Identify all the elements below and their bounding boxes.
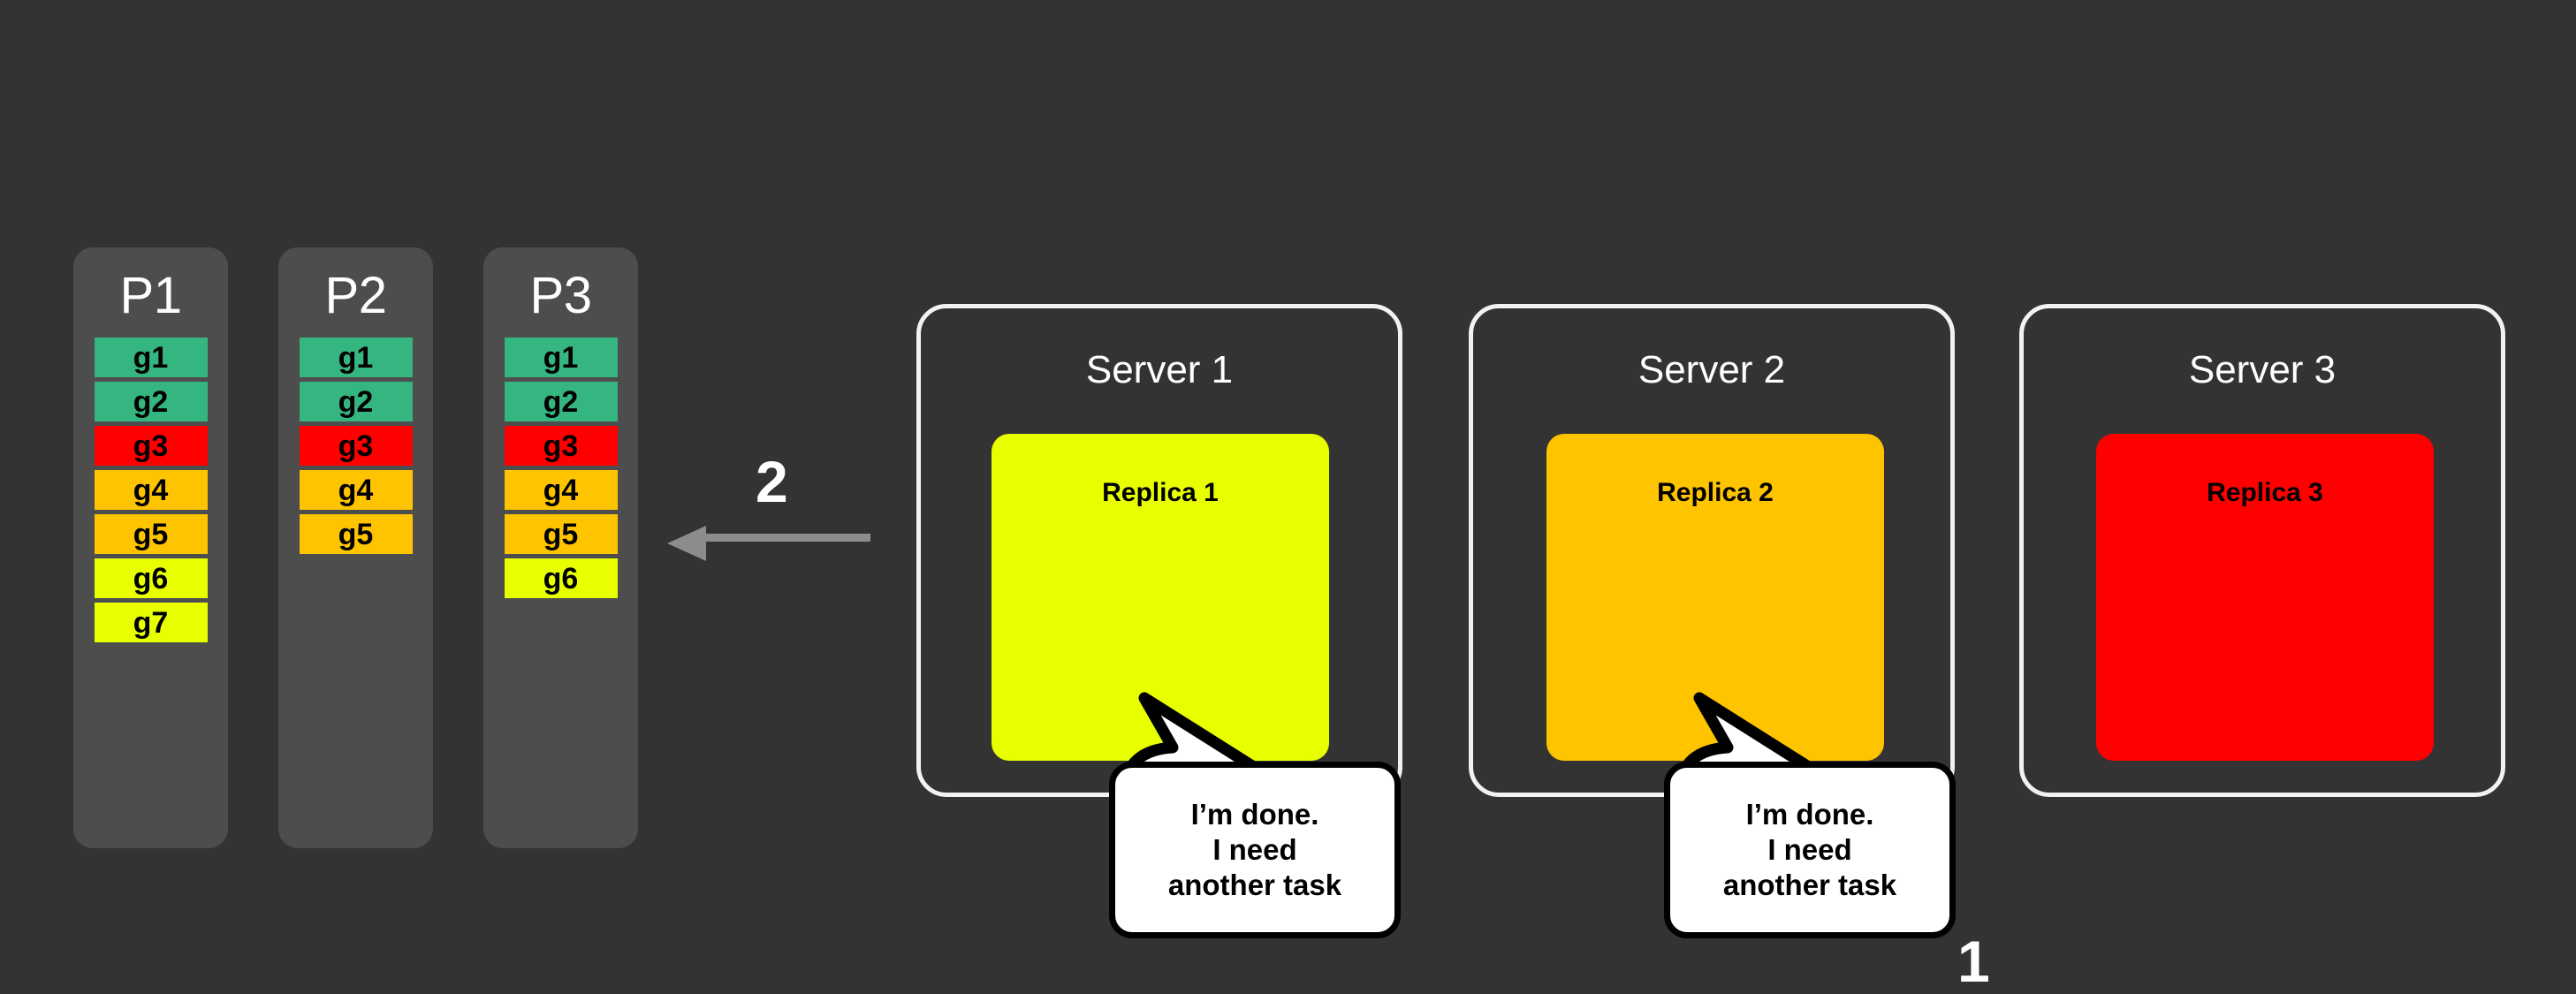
bubble-line: I’m done.: [1745, 797, 1874, 831]
bubble-line: I need: [1767, 832, 1852, 866]
task-chip: g6: [504, 558, 618, 598]
task-chip: g5: [504, 514, 618, 554]
replica-label: Replica 1: [1102, 478, 1219, 507]
server-title: Server 2: [1638, 348, 1786, 391]
server-title: Server 3: [2188, 348, 2337, 391]
flow-arrow-left: [667, 526, 870, 561]
arrow-head-icon: [667, 526, 706, 561]
partition-title: P2: [324, 267, 387, 324]
partition-column-p3: P3 g1 g2 g3 g4 g5 g6: [483, 247, 638, 848]
task-chip: g6: [94, 558, 208, 598]
task-chip: g3: [94, 426, 208, 466]
task-chip: g3: [504, 426, 618, 466]
step-number-2: 2: [756, 449, 788, 514]
speech-bubble-1: I’m done. I need another task: [1109, 762, 1401, 938]
bubble-line: another task: [1167, 869, 1342, 902]
step-number-1: 1: [1957, 929, 1990, 994]
task-chip: g4: [299, 470, 413, 510]
speech-bubble-2: I’m done. I need another task: [1664, 762, 1956, 938]
task-chip: g3: [299, 426, 413, 466]
task-chip: g2: [94, 382, 208, 421]
task-chip: g1: [299, 338, 413, 377]
bubble-line: another task: [1722, 869, 1897, 902]
replica-box-2: Replica 2: [1546, 434, 1884, 761]
task-chip: g1: [94, 338, 208, 377]
task-chip: g4: [504, 470, 618, 510]
replica-box-1: Replica 1: [992, 434, 1329, 761]
partition-title: P1: [119, 267, 182, 324]
bubble-line: I need: [1212, 832, 1297, 866]
partition-title: P3: [529, 267, 592, 324]
server-box-3: Server 3: [2019, 304, 2505, 797]
task-chip: g2: [299, 382, 413, 421]
task-chip: g5: [299, 514, 413, 554]
server-title: Server 1: [1085, 348, 1234, 391]
partition-column-p1: P1 g1 g2 g3 g4 g5 g6 g7: [73, 247, 228, 848]
arrow-shaft: [703, 534, 870, 542]
replica-box-3: Replica 3: [2096, 434, 2434, 761]
task-chip: g4: [94, 470, 208, 510]
task-chip: g7: [94, 603, 208, 642]
task-chip: g5: [94, 514, 208, 554]
task-chip: g1: [504, 338, 618, 377]
partition-column-p2: P2 g1 g2 g3 g4 g5: [278, 247, 433, 848]
bubble-line: I’m done.: [1190, 797, 1319, 831]
replica-label: Replica 3: [2207, 478, 2323, 507]
replica-label: Replica 2: [1657, 478, 1774, 507]
task-chip: g2: [504, 382, 618, 421]
